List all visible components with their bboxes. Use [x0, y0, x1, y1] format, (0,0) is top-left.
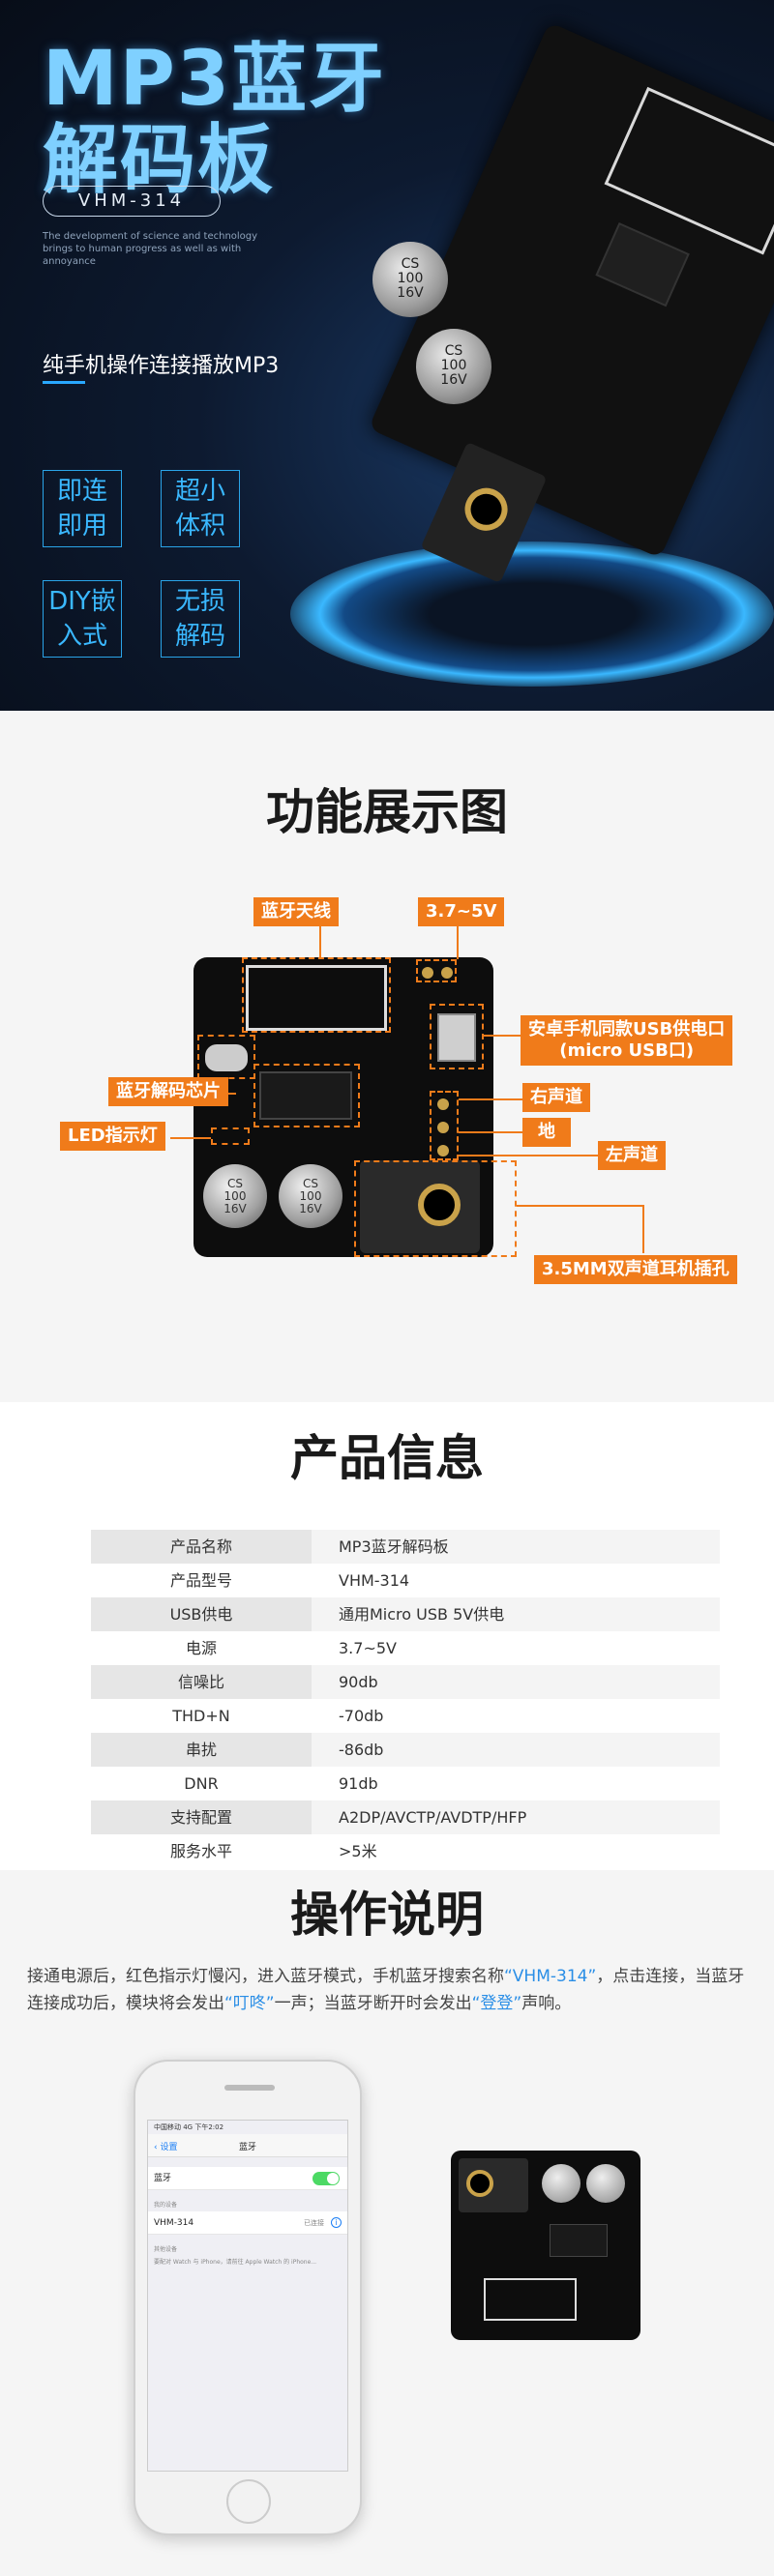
bluetooth-toggle-row[interactable]: 蓝牙 — [148, 2167, 347, 2190]
hero-title: MP3蓝牙 解码板 — [43, 36, 387, 204]
label-voltage: 3.7~5V — [418, 897, 505, 926]
info-title: 产品信息 — [290, 1430, 484, 1486]
phone-screen: 中国移动 4G 下午2:02 ‹ 设置 蓝牙 蓝牙 我的设备 VHM-314 已… — [147, 2120, 348, 2472]
function-title: 功能展示图 — [266, 784, 508, 840]
channel-highlight — [430, 1091, 459, 1160]
decoder-highlight — [253, 1064, 360, 1127]
label-left-channel: 左声道 — [598, 1141, 666, 1170]
phone-speaker — [224, 2085, 275, 2091]
decoder-chip — [550, 2224, 608, 2257]
crystal — [205, 1044, 248, 1071]
info-icon[interactable]: i — [331, 2217, 342, 2228]
home-button[interactable] — [226, 2479, 271, 2524]
table-row: 串扰-86db — [91, 1733, 720, 1767]
nav-bar: ‹ 设置 蓝牙 — [148, 2134, 347, 2157]
device-row[interactable]: VHM-314 已连接 i — [148, 2211, 347, 2235]
label-led: LED指示灯 — [60, 1122, 165, 1151]
bluetooth-toggle[interactable] — [313, 2172, 340, 2185]
audio-jack — [459, 2158, 528, 2212]
table-row: USB供电通用Micro USB 5V供电 — [91, 1597, 720, 1631]
label-ground: 地 — [522, 1118, 571, 1147]
voltage-highlight — [416, 959, 457, 982]
slogan: 纯手机操作连接播放MP3 — [43, 354, 280, 378]
my-devices-label: 我的设备 — [154, 2202, 178, 2209]
led-highlight — [211, 1127, 250, 1145]
status-bar: 中国移动 4G 下午2:02 — [154, 2123, 224, 2131]
solder-pad — [441, 967, 453, 979]
feature-diy: DIY嵌入式 — [43, 580, 122, 658]
slogan-underline — [43, 381, 85, 384]
table-row: 服务水平>5米 — [91, 1834, 720, 1868]
label-chip: 蓝牙解码芯片 — [108, 1077, 228, 1106]
antenna-trace — [484, 2278, 577, 2321]
label-right-channel: 右声道 — [522, 1083, 590, 1112]
glow-platform — [290, 542, 774, 687]
usb-port — [437, 1013, 476, 1062]
decoder-chip — [259, 1071, 352, 1120]
antenna-trace — [246, 965, 387, 1031]
tagline: The development of science and technolog… — [43, 231, 258, 267]
chip — [595, 221, 690, 307]
capacitor — [586, 2164, 625, 2203]
solder-pad — [422, 967, 433, 979]
antenna-highlight — [242, 957, 391, 1033]
chip-highlight — [197, 1035, 255, 1079]
solder-pad — [437, 1122, 449, 1133]
feature-instant: 即连即用 — [43, 470, 122, 547]
instructions-section — [0, 1870, 774, 2576]
usb-highlight — [430, 1004, 484, 1069]
audio-jack — [360, 1160, 480, 1253]
back-button[interactable]: ‹ 设置 — [154, 2143, 178, 2152]
label-antenna: 蓝牙天线 — [253, 897, 339, 926]
ops-title: 操作说明 — [290, 1887, 484, 1943]
instructions-text: 接通电源后，红色指示灯慢闪，进入蓝牙模式，手机蓝牙搜索名称“VHM-314”，点… — [27, 1967, 745, 2013]
model-badge: VHM-314 — [43, 186, 221, 217]
jack-highlight — [354, 1160, 517, 1257]
device-status: 已连接 — [304, 2219, 324, 2227]
table-row: THD+N-70db — [91, 1699, 720, 1733]
feature-lossless: 无损解码 — [161, 580, 240, 658]
nav-title: 蓝牙 — [238, 2143, 256, 2152]
label-usb: 安卓手机同款USB供电口(micro USB口) — [521, 1015, 733, 1066]
solder-pad — [437, 1098, 449, 1110]
capacitor — [542, 2164, 580, 2203]
pairing-note: 要配对 Watch 与 iPhone，请前往 Apple Watch 的 iPh… — [154, 2259, 317, 2266]
label-jack: 3.5MM双声道耳机插孔 — [534, 1255, 737, 1284]
feature-compact: 超小体积 — [161, 470, 240, 547]
solder-pad — [437, 1145, 449, 1156]
phone-mockup: 中国移动 4G 下午2:02 ‹ 设置 蓝牙 蓝牙 我的设备 VHM-314 已… — [134, 2060, 362, 2535]
other-devices-label: 其他设备 — [154, 2246, 178, 2253]
